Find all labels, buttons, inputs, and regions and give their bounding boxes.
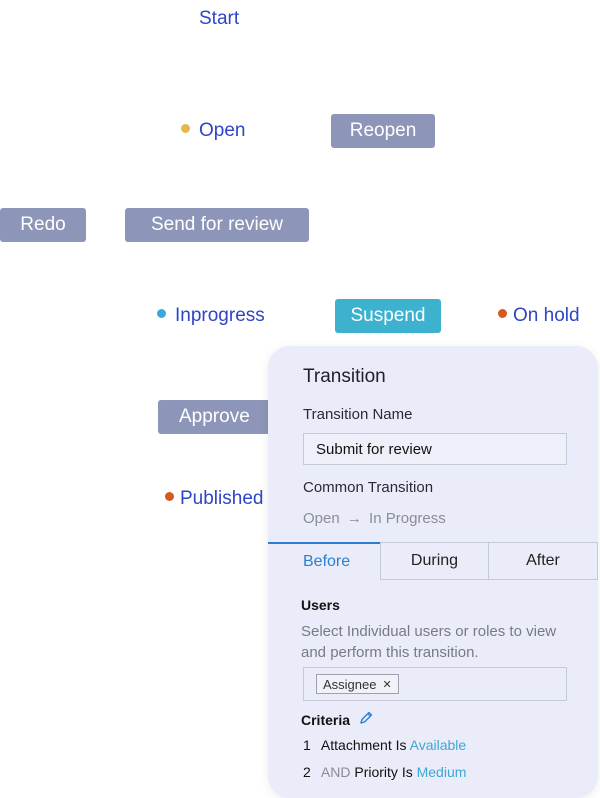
start-node[interactable]: Start [199,8,240,29]
criteria-text: Priority Is [354,764,413,780]
state-open[interactable]: Open [181,120,245,142]
criteria-value[interactable]: Available [409,737,467,753]
users-description: Select Individual users or roles to view… [301,623,557,661]
chip-label: Assignee [323,676,377,692]
status-dot-icon [181,124,190,134]
transition-name-input[interactable]: Submit for review [303,433,567,465]
status-dot-icon [165,492,174,502]
close-icon[interactable]: ✕ [382,678,392,691]
send-for-review-transition-button[interactable]: Send for review [125,208,309,242]
redo-transition-button[interactable]: Redo [0,208,86,242]
users-section-title: Users [301,597,340,613]
reopen-transition-button[interactable]: Reopen [331,114,435,148]
user-chip: Assignee ✕ [316,674,399,694]
transition-name-value: Submit for review [316,440,432,458]
state-label: Open [199,120,246,141]
tab-before[interactable]: Before [268,542,380,580]
state-inprogress[interactable]: Inprogress [157,305,265,327]
criteria-row: 2 AND Priority Is Medium [303,764,466,780]
phase-tabs: Before During After [268,542,598,580]
status-dot-icon [157,309,166,319]
criteria-operator: AND [320,764,351,780]
tab-during[interactable]: During [380,542,489,580]
path-from: Open [303,510,340,527]
criteria-value[interactable]: Medium [416,764,467,780]
pencil-edit-icon[interactable] [358,710,374,729]
tab-after[interactable]: After [489,542,598,580]
state-onhold[interactable]: On hold [498,305,580,327]
status-dot-icon [498,309,507,319]
approve-transition-button[interactable]: Approve [158,400,278,434]
suspend-transition-button[interactable]: Suspend [335,299,441,333]
transition-panel: Transition Transition Name Submit for re… [268,346,598,798]
state-label: Inprogress [175,305,265,326]
common-transition-label: Common Transition [303,479,434,496]
criteria-number: 2 [303,764,311,780]
transition-path: Open → In Progress [303,510,446,527]
state-published[interactable]: Published [165,488,263,510]
state-label: On hold [513,305,580,326]
arrow-right-icon: → [346,510,362,527]
criteria-row: 1 Attachment Is Available [303,737,466,753]
state-label: Published [180,488,264,509]
users-select-field[interactable]: Assignee ✕ [303,667,567,701]
panel-title: Transition [303,366,386,387]
path-to: In Progress [369,510,446,527]
transition-name-label: Transition Name [303,406,413,423]
criteria-header: Criteria [301,710,374,729]
criteria-title: Criteria [301,711,351,728]
criteria-text: Attachment Is [320,737,407,753]
criteria-number: 1 [303,737,311,753]
